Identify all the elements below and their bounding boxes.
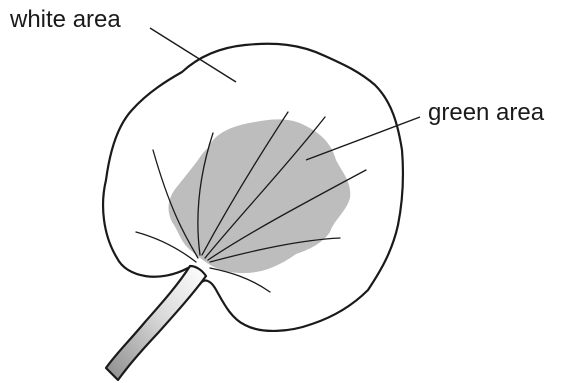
- vein-left-lower: [135, 231, 197, 263]
- vein-bottom: [209, 267, 271, 293]
- vein-right-lower: [209, 237, 341, 263]
- vein-left-middle: [152, 149, 199, 259]
- leaf-veins: [135, 111, 367, 293]
- white-area-pointer-line: [149, 27, 237, 83]
- vein-right-upper: [204, 116, 326, 259]
- vein-left-upper: [197, 132, 214, 256]
- green-region: [168, 119, 351, 274]
- green-area-pointer-line: [305, 116, 421, 161]
- white-area-label: white area: [10, 6, 121, 33]
- vein-center: [201, 111, 289, 256]
- leaf-stem: [104, 264, 208, 382]
- vein-right-middle: [207, 169, 367, 261]
- green-area-label: green area: [428, 99, 545, 126]
